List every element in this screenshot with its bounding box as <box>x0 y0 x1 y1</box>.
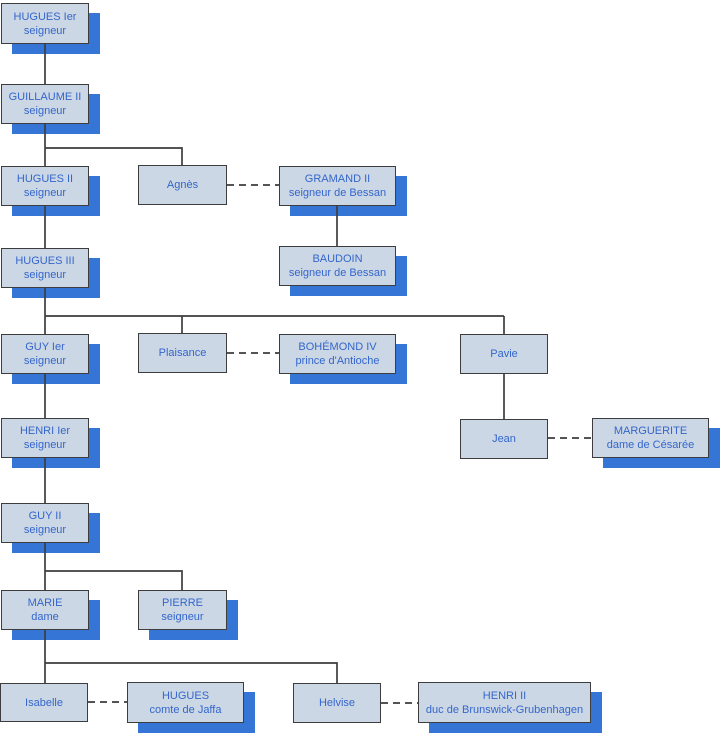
person-name: HUGUES Ier <box>13 10 77 23</box>
person-name: GUY II <box>28 510 62 522</box>
tree-node-isabelle: Isabelle <box>0 683 88 722</box>
descent-line <box>45 570 183 590</box>
person-title: seigneur <box>23 24 67 37</box>
person-title: seigneur <box>161 611 204 623</box>
person-title: duc de Brunswick-Grubenhagen <box>425 703 584 716</box>
tree-node-guy-1: GUY Ier seigneur <box>1 334 89 374</box>
person-name: BOHÉMOND IV <box>298 341 377 353</box>
person-name: HUGUES III <box>15 255 75 267</box>
person-name: Agnès <box>166 179 199 191</box>
person-title: seigneur <box>23 105 67 117</box>
tree-node-guy-2: GUY II seigneur <box>1 503 89 543</box>
tree-node-pavie: Pavie <box>460 334 548 374</box>
person-name: Plaisance <box>158 347 207 359</box>
person-title: dame <box>31 611 59 623</box>
tree-node-plaisance: Plaisance <box>138 333 227 373</box>
person-name: MARGUERITE <box>613 425 688 437</box>
person-name: Helvise <box>318 697 356 709</box>
tree-node-hugues-3: HUGUES III seigneur <box>1 248 89 288</box>
person-name: Isabelle <box>25 696 63 709</box>
person-title: seigneur de Bessan <box>288 267 387 279</box>
tree-node-agnes: Agnès <box>138 165 227 205</box>
person-name: BAUDOIN <box>312 253 363 265</box>
person-name: GUY Ier <box>25 341 65 353</box>
tree-node-marguerite: MARGUERITE dame de Césarée <box>592 418 709 458</box>
tree-node-helvise: Helvise <box>293 683 381 723</box>
tree-node-gramand-2: GRAMAND II seigneur de Bessan <box>279 166 396 206</box>
person-title: seigneur <box>23 355 67 367</box>
descent-line <box>45 147 183 165</box>
descent-line <box>45 662 338 683</box>
tree-node-guillaume-2: GUILLAUME II seigneur <box>1 84 89 124</box>
tree-node-marie: MARIE dame <box>1 590 89 630</box>
person-title: seigneur <box>23 439 67 451</box>
person-name: HUGUES II <box>16 173 74 185</box>
tree-node-jean: Jean <box>460 419 548 459</box>
person-title: prince d'Antioche <box>295 355 380 367</box>
person-name: GRAMAND II <box>304 173 371 185</box>
tree-node-bohemond-4: BOHÉMOND IV prince d'Antioche <box>279 334 396 374</box>
person-name: PIERRE <box>162 597 203 609</box>
person-title: dame de Césarée <box>606 439 695 451</box>
person-title: seigneur de Bessan <box>288 187 387 199</box>
tree-node-pierre: PIERRE seigneur <box>138 590 227 630</box>
person-title: seigneur <box>23 187 67 199</box>
person-title: seigneur <box>23 524 67 536</box>
person-name: Jean <box>492 433 516 445</box>
person-name: HENRI II <box>482 689 527 702</box>
tree-node-hugues-2: HUGUES II seigneur <box>1 166 89 206</box>
person-title: comte de Jaffa <box>149 703 222 716</box>
person-name: HUGUES <box>161 689 210 702</box>
tree-node-henri-1: HENRI Ier seigneur <box>1 418 89 458</box>
tree-node-baudoin: BAUDOIN seigneur de Bessan <box>279 246 396 286</box>
person-name: MARIE <box>27 597 63 609</box>
person-name: GUILLAUME II <box>8 91 82 103</box>
person-name: Pavie <box>490 348 518 360</box>
person-title: seigneur <box>23 269 67 281</box>
person-name: HENRI Ier <box>19 425 71 437</box>
